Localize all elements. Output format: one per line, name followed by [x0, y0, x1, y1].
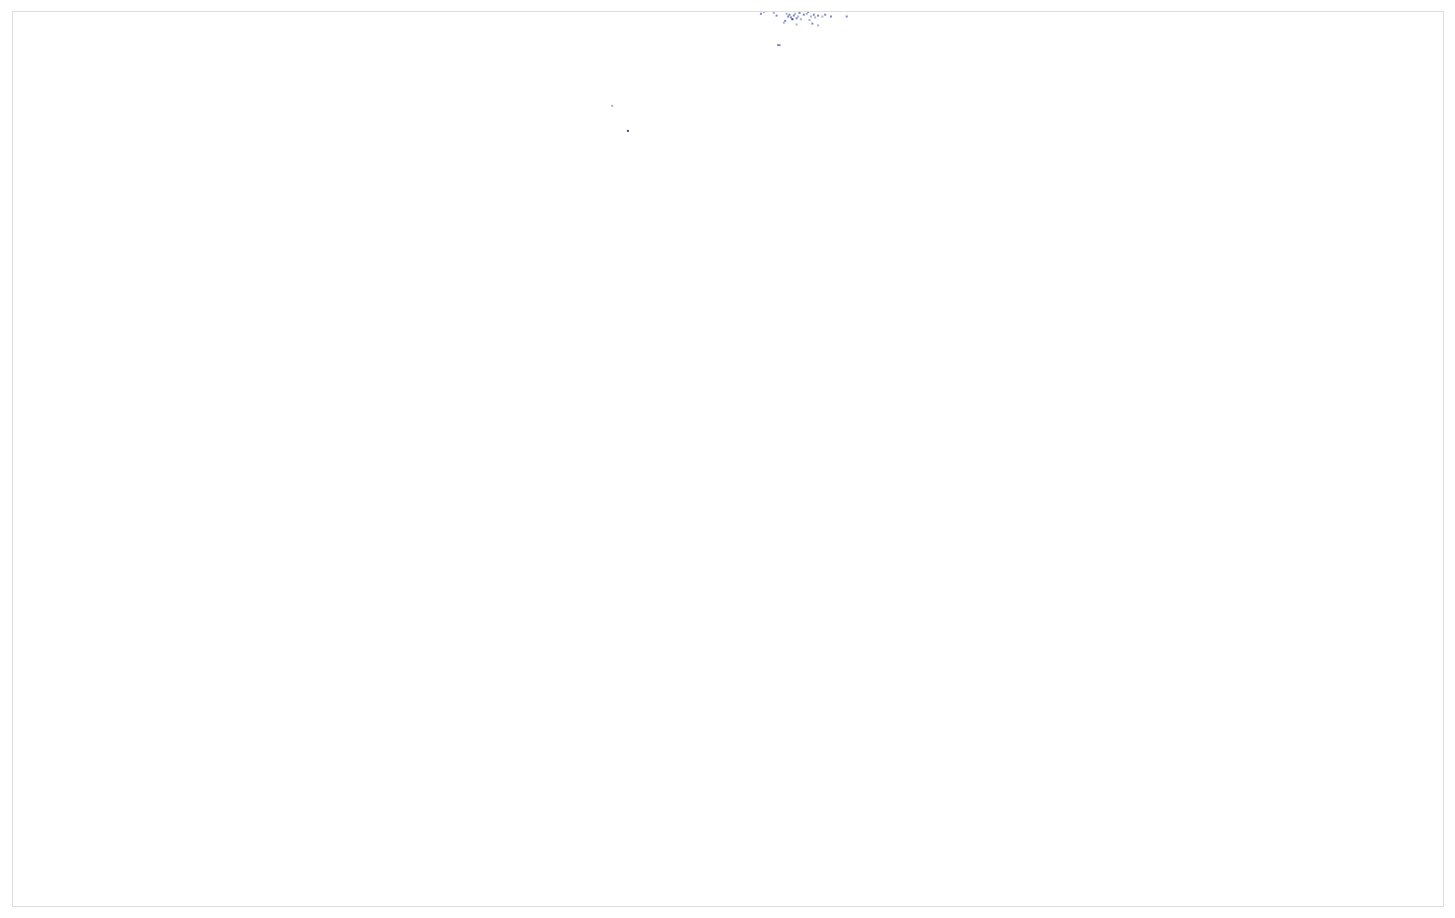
data-point — [799, 18, 802, 21]
data-point — [807, 12, 810, 13]
data-point — [759, 12, 762, 15]
data-point — [788, 13, 791, 16]
data-point — [845, 15, 848, 18]
data-point — [611, 104, 614, 107]
data-point — [812, 13, 815, 16]
data-point — [778, 44, 781, 47]
data-point — [802, 13, 805, 16]
data-point — [824, 13, 827, 16]
data-point — [814, 16, 817, 19]
data-point — [785, 12, 788, 15]
data-point — [809, 15, 812, 18]
data-point — [775, 14, 778, 17]
data-point — [821, 15, 824, 18]
data-point — [805, 12, 808, 15]
data-point — [777, 44, 780, 47]
data-point — [787, 15, 790, 18]
data-point — [797, 15, 800, 18]
data-point — [792, 14, 795, 17]
data-point — [830, 15, 832, 18]
data-point — [782, 21, 785, 24]
data-point — [817, 24, 820, 27]
data-point — [784, 19, 787, 22]
points-layer — [611, 12, 848, 132]
data-point — [795, 23, 798, 26]
data-point — [626, 129, 629, 132]
data-point — [762, 12, 765, 13]
data-point — [791, 18, 794, 21]
data-point — [794, 12, 797, 15]
data-point — [789, 16, 792, 19]
plot-area — [12, 11, 1444, 907]
data-point — [811, 22, 814, 25]
scatter-plot — [611, 12, 848, 132]
data-point — [808, 19, 811, 21]
data-point — [817, 14, 820, 17]
data-point — [795, 17, 798, 20]
data-point — [772, 12, 775, 14]
data-point — [798, 12, 801, 14]
